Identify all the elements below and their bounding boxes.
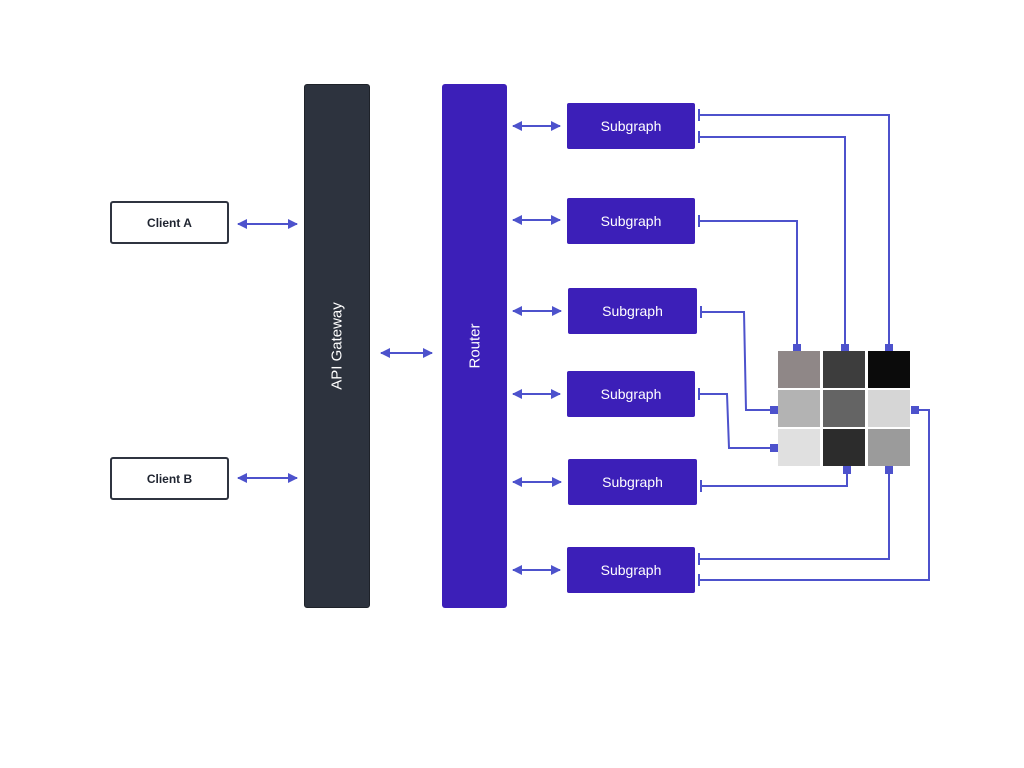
data-grid-icon — [778, 351, 910, 466]
grid-cell — [823, 429, 865, 466]
client-a-label: Client A — [147, 215, 192, 230]
subgraph-3-grid-connector — [701, 311, 774, 411]
subgraph-6-grid-connector-a — [699, 470, 890, 560]
connector-end-square — [843, 466, 851, 474]
subgraph-node-2[interactable]: Subgraph — [567, 198, 695, 244]
subgraph-label: Subgraph — [600, 386, 662, 402]
subgraph-5-grid-connector — [701, 470, 848, 487]
subgraph-node-5[interactable]: Subgraph — [568, 459, 697, 505]
client-b-label: Client B — [146, 471, 193, 486]
subgraph-2-grid-connector — [699, 220, 798, 348]
api-gateway-label: API Gateway — [328, 302, 346, 390]
subgraph-4-grid-connector — [699, 393, 774, 449]
client-a-box[interactable]: Client A — [110, 201, 229, 244]
grid-cell — [823, 390, 865, 427]
subgraph-6-grid-connector-b — [699, 409, 930, 581]
connector-end-square — [770, 406, 778, 414]
grid-cell — [778, 351, 820, 388]
subgraph-label: Subgraph — [600, 213, 662, 229]
subgraph-node-3[interactable]: Subgraph — [568, 288, 697, 334]
subgraph-node-6[interactable]: Subgraph — [567, 547, 695, 593]
grid-cell — [868, 351, 910, 388]
api-gateway-bar[interactable]: API Gateway — [304, 84, 370, 608]
subgraph-1-grid-connector-b — [699, 136, 846, 348]
router-bar[interactable]: Router — [442, 84, 507, 608]
subgraph-label: Subgraph — [600, 118, 662, 134]
connector-end-square — [885, 466, 893, 474]
subgraph-label: Subgraph — [602, 303, 663, 319]
subgraph-1-grid-connector-a — [699, 114, 890, 348]
subgraph-node-1[interactable]: Subgraph — [567, 103, 695, 149]
connector-end-square — [911, 406, 919, 414]
grid-cell — [778, 429, 820, 466]
grid-cell — [778, 390, 820, 427]
router-label: Router — [466, 323, 483, 369]
connector-end-square — [770, 444, 778, 452]
subgraph-label: Subgraph — [600, 562, 662, 578]
grid-cell — [868, 390, 910, 427]
grid-cell — [868, 429, 910, 466]
client-b-box[interactable]: Client B — [110, 457, 229, 500]
subgraph-node-4[interactable]: Subgraph — [567, 371, 695, 417]
grid-cell — [823, 351, 865, 388]
subgraph-label: Subgraph — [602, 474, 663, 490]
